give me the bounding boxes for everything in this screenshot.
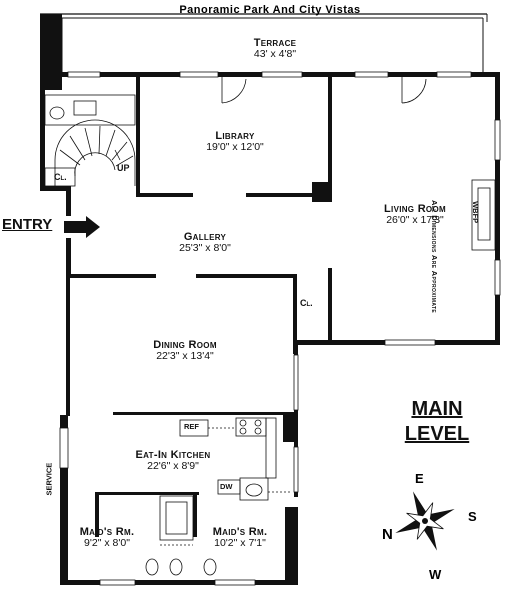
- dining-room-label: Dining Room 22'3" x 13'4": [130, 339, 240, 363]
- maid-bath: [145, 495, 217, 576]
- compass-rose: N E S W: [382, 471, 477, 582]
- kitchen-label: Eat-In Kitchen 22'6" x 8'9": [118, 449, 228, 473]
- page-title: Panoramic Park And City Vistas: [179, 4, 360, 16]
- room-dims: 19'0" x 12'0": [206, 141, 264, 154]
- room-name: Gallery: [183, 231, 227, 243]
- compass-west: W: [429, 567, 442, 582]
- room-name: Terrace: [253, 37, 297, 49]
- up-label: UP: [117, 163, 130, 173]
- room-dims: 9'2" x 8'0": [84, 537, 130, 550]
- terrace-label: Terrace 43' x 4'8": [225, 37, 325, 61]
- maid-room-2-label: Maid's Rm. 10'2" x 7'1": [200, 526, 280, 550]
- kitchen-fixtures: [179, 417, 292, 501]
- closet-label: Cl.: [54, 172, 67, 182]
- level-title: MAIN LEVEL: [393, 397, 481, 447]
- room-name: Dining Room: [153, 339, 217, 351]
- room-name: Library: [215, 130, 255, 142]
- closet-label: Cl.: [300, 298, 313, 308]
- ref-label: REF: [184, 422, 199, 431]
- dimension-note: All Dimensions Are Approximate: [430, 200, 439, 314]
- stair-hall: [44, 94, 136, 187]
- living-room-label: Living Room 26'0" x 17'3": [360, 203, 470, 227]
- level-line-1: MAIN: [411, 398, 463, 420]
- fireplace: [471, 179, 496, 251]
- room-name: Maid's Rm.: [212, 526, 268, 538]
- room-dims: 26'0" x 17'3": [386, 214, 444, 227]
- compass-south: S: [468, 509, 477, 524]
- maid-room-1-label: Maid's Rm. 9'2" x 8'0": [72, 526, 142, 550]
- room-name: Eat-In Kitchen: [135, 449, 211, 461]
- compass-north: N: [382, 526, 393, 543]
- library-label: Library 19'0" x 12'0": [180, 130, 290, 154]
- gallery-label: Gallery 25'3" x 8'0": [155, 231, 255, 255]
- entry-label: ENTRY: [2, 216, 53, 233]
- service-label: SERVICE: [44, 462, 54, 496]
- room-name: Living Room: [384, 203, 446, 215]
- room-dims: 22'3" x 13'4": [156, 350, 214, 363]
- room-name: Maid's Rm.: [79, 526, 135, 538]
- doors: [221, 77, 427, 104]
- compass-east: E: [415, 471, 424, 486]
- room-dims: 22'6" x 8'9": [147, 460, 199, 473]
- entry-arrow: [64, 216, 100, 238]
- room-dims: 43' x 4'8": [253, 48, 297, 61]
- windows: [59, 71, 501, 586]
- wbfp-label: WBFP: [471, 201, 481, 224]
- room-dims: 25'3" x 8'0": [179, 242, 231, 255]
- dw-label: DW: [220, 482, 233, 491]
- room-dims: 10'2" x 7'1": [214, 537, 266, 550]
- header-banner: Panoramic Park And City Vistas: [40, 4, 488, 22]
- level-line-2: LEVEL: [404, 423, 470, 445]
